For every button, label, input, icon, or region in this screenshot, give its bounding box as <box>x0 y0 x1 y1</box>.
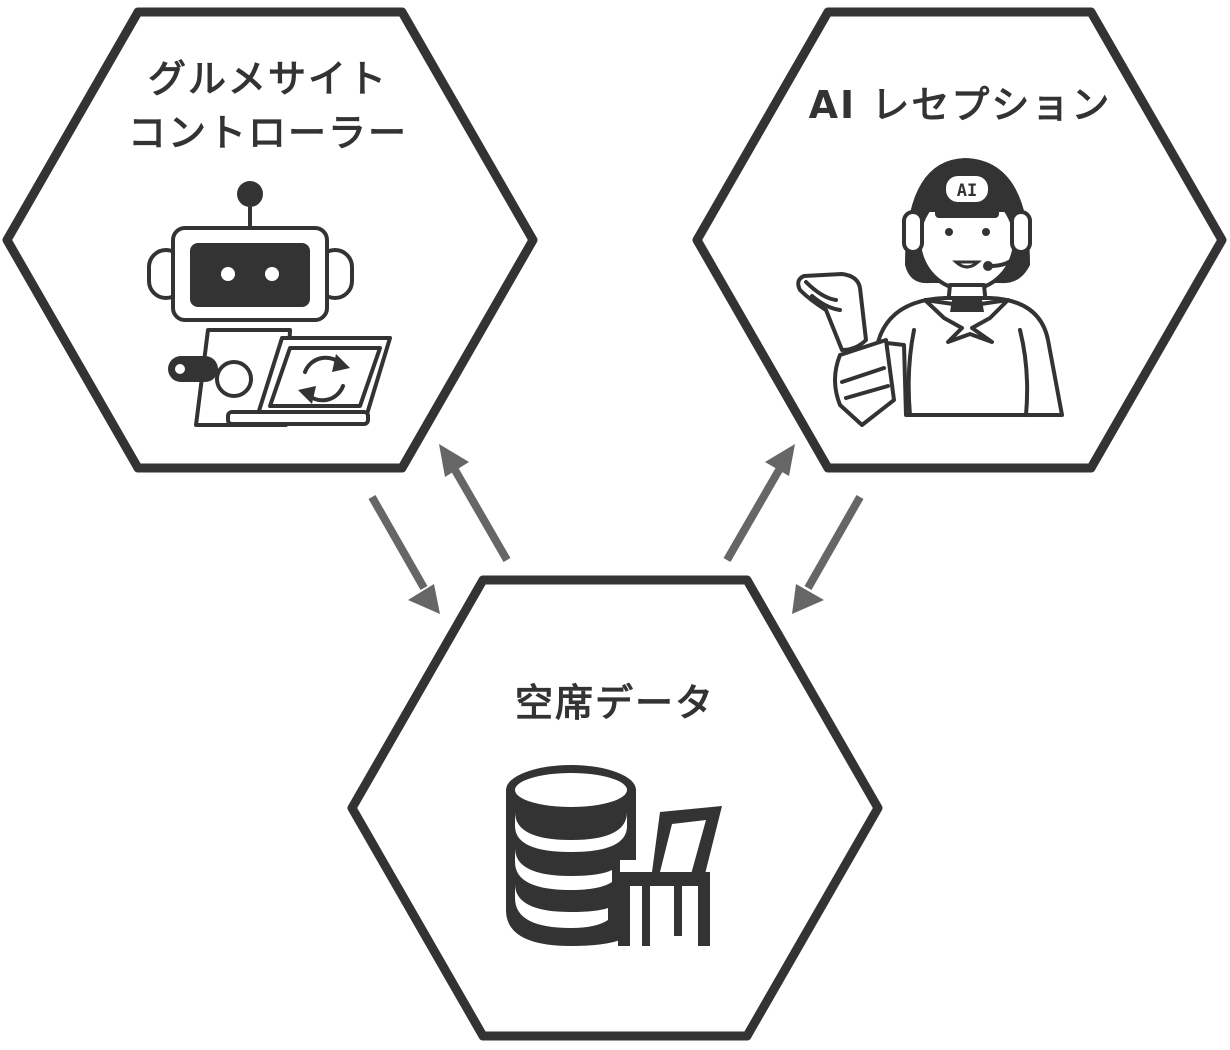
receptionist-headset-icon: AI <box>796 158 1064 427</box>
arrow-vacancy-to-reception <box>723 444 795 563</box>
database-chair-icon <box>506 765 722 946</box>
node-gourmet-controller: グルメサイト コントローラー <box>2 7 538 473</box>
robot-laptop-sync-icon <box>147 181 392 427</box>
gourmet-controller-label-line1: グルメサイト <box>148 57 388 101</box>
ai-reception-label: AI レセプション <box>809 83 1112 127</box>
arrow-reception-to-vacancy <box>792 495 864 614</box>
arrow-vacancy-to-controller <box>439 444 511 563</box>
ai-cap-badge: AI <box>957 181 977 201</box>
node-vacancy-data: 空席データ <box>347 575 883 1041</box>
node-ai-reception: AI レセプション AI <box>692 7 1227 473</box>
arrow-controller-to-vacancy <box>368 495 440 614</box>
gourmet-controller-label-line2: コントローラー <box>128 111 408 155</box>
vacancy-data-label: 空席データ <box>515 681 715 725</box>
